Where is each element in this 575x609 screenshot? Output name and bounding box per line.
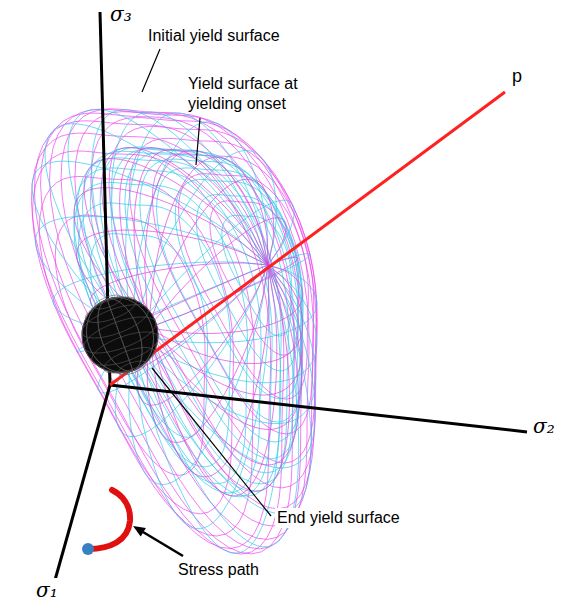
surface-label: End yield surface <box>275 508 402 528</box>
wireframe-meridian <box>148 265 269 477</box>
stress-path-start <box>82 543 94 555</box>
stress-path <box>82 490 130 555</box>
onset-yield-surface-wireframe <box>74 147 303 497</box>
stress-path-curve <box>88 490 130 549</box>
sphere-wire <box>86 298 153 373</box>
wireframe-ring <box>31 133 270 548</box>
wireframe-meridian <box>148 265 303 363</box>
initial-yield-surface-wireframe <box>31 109 317 554</box>
sphere-wire <box>82 297 158 373</box>
wireframe-meridian <box>148 265 277 496</box>
leader-line <box>152 368 271 516</box>
surface-label: Yield surface at yielding onset <box>186 74 320 114</box>
leader-line <box>142 49 160 92</box>
wireframe-meridian <box>148 265 289 491</box>
leader-line <box>196 118 200 165</box>
sphere-body <box>82 297 158 373</box>
sphere-wire <box>86 298 153 373</box>
wireframe-meridian <box>147 265 268 442</box>
leader-arrow <box>143 532 183 556</box>
wireframe-ring <box>75 112 314 526</box>
arrowhead <box>133 526 146 537</box>
axis-label: σ₂ <box>531 414 557 438</box>
wireframe-ring <box>78 203 230 467</box>
wireframe-meridian <box>148 265 299 465</box>
sphere-wire <box>98 299 142 372</box>
sigma2-axis <box>110 385 527 432</box>
sphere-wire <box>107 299 133 370</box>
wireframe-meridian <box>134 150 268 328</box>
sphere-wire <box>98 299 142 372</box>
wireframe-meridian <box>148 265 302 395</box>
wireframe-meridian <box>45 124 268 335</box>
path-label: Stress path <box>176 560 261 580</box>
hydrostatic-axis <box>110 92 505 385</box>
axis-label: σ₁ <box>34 578 60 602</box>
wireframe-meridian <box>68 109 268 335</box>
stress-axes <box>55 12 527 580</box>
axis-label: σ₃ <box>108 2 134 26</box>
wireframe-ring <box>39 177 233 514</box>
leader-lines <box>133 49 271 556</box>
wireframe-ring <box>41 113 295 554</box>
axis-label: p <box>510 66 524 86</box>
surface-label: Initial yield surface <box>146 26 282 46</box>
end-yield-surface-sphere <box>82 295 158 375</box>
